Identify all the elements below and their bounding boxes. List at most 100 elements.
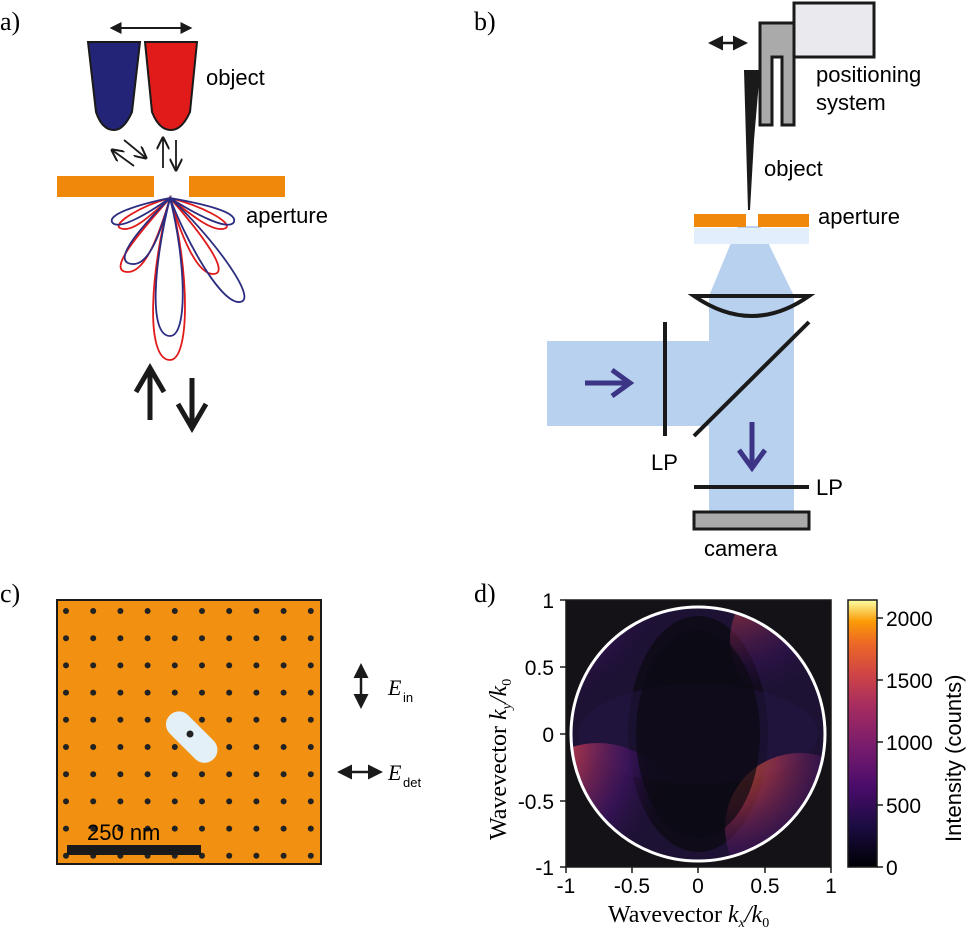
colorbar-tick-label: 1000 [886, 732, 933, 755]
hole-dot [63, 608, 69, 614]
colorbar-ticks [877, 617, 883, 868]
hole-dot [117, 635, 124, 642]
x-axis-label-k: k [728, 902, 739, 928]
hole-dot [63, 635, 69, 642]
hole-dot [171, 662, 178, 669]
hole-array [63, 608, 314, 859]
hole-dot [144, 825, 151, 832]
hole-dot [280, 825, 287, 832]
hole-dot [307, 635, 314, 642]
hole-dot [199, 635, 205, 642]
colorbar-tick-label: 2000 [886, 608, 933, 631]
e-det-symbol: E [387, 760, 402, 785]
hole-dot [171, 744, 178, 750]
hole-dot [63, 689, 69, 696]
hole-dot [199, 608, 205, 614]
input-arrow-head [610, 367, 635, 399]
diagonal-arrow-2 [123, 139, 146, 158]
hole-dot [253, 771, 260, 778]
e-det-subscript: det [403, 775, 421, 790]
hole-dot [253, 689, 260, 696]
hole-dot [117, 689, 124, 696]
colorbar-tick-label: 0 [886, 857, 898, 880]
scale-bar-label: 250 nm [87, 820, 160, 845]
hole-dot [253, 744, 260, 750]
hole-dot [307, 825, 314, 832]
aperture-label-a: aperture [246, 203, 328, 228]
hole-dot [199, 716, 205, 723]
hole-dot [63, 825, 69, 832]
aperture-left [57, 176, 154, 197]
y-ticks [560, 599, 566, 868]
x-tick-label: -1 [557, 875, 576, 898]
hole-dot [199, 825, 205, 832]
hole-dot [117, 825, 124, 832]
hole-dot [63, 771, 69, 778]
hole-dot [90, 662, 97, 669]
target-hole [186, 730, 194, 738]
hole-dot [253, 798, 260, 805]
hole-dot [117, 744, 124, 750]
hole-dot [90, 771, 97, 778]
big-down-arrow-head [175, 402, 209, 433]
panel-b: b) positioning system object aperture LP [474, 1, 921, 561]
x-tick-label: 0 [692, 875, 704, 898]
hole-dot [226, 689, 233, 696]
camera-body [692, 510, 811, 531]
lp-right-label: LP [816, 475, 843, 500]
hole-dot [144, 798, 151, 805]
hole-dot [307, 689, 314, 696]
aperture-b-left [694, 214, 746, 227]
hole-dot [226, 744, 233, 750]
positioning-stage-light [792, 1, 876, 59]
lp-left-label: LP [651, 450, 678, 475]
hole-dot [171, 798, 178, 805]
hole-dot [63, 662, 69, 669]
hole-dot [280, 716, 287, 723]
hole-dot [280, 662, 287, 669]
e-in-symbol: E [387, 675, 402, 700]
hole-dot [144, 744, 151, 750]
hole-dot [226, 825, 233, 832]
blue-tip-icon [86, 41, 142, 132]
hole-dot [307, 852, 314, 859]
hole-dot [144, 608, 151, 614]
positioning-label-2: system [816, 90, 886, 115]
panel-b-letter: b) [474, 7, 496, 36]
panel-d-letter: d) [474, 579, 496, 608]
camera-label: camera [704, 536, 778, 561]
y-axis-label-main: Wavevector [486, 720, 512, 840]
hole-dot [117, 771, 124, 778]
x-axis-label-main: Wavevector [608, 902, 728, 928]
hole-dot [307, 798, 314, 805]
hole-dot [117, 608, 124, 614]
panel-a: a) object aperture [0, 7, 328, 433]
hole-dot [171, 825, 178, 832]
hole-dot [226, 635, 233, 642]
hole-dot [280, 771, 287, 778]
x-axis-label-rest: /k [743, 902, 763, 928]
hole-dot [226, 662, 233, 669]
hole-dot [63, 798, 69, 805]
beamsplitter [692, 320, 811, 438]
hole-dot [144, 689, 151, 696]
probe-tip [744, 70, 760, 210]
numerical-aperture-circle [569, 605, 827, 863]
hole-dot [253, 716, 260, 723]
beam-vertical [709, 296, 794, 514]
y-tick-label: 0.5 [525, 657, 554, 680]
x-ticks [565, 867, 832, 873]
x-tick-label: -0.5 [614, 875, 650, 898]
hole-dot [199, 689, 205, 696]
y-tick-label: -0.5 [518, 791, 554, 814]
beam-cone [709, 226, 794, 296]
scale-bar [67, 845, 201, 855]
hole-dot [144, 771, 151, 778]
hole-dot [280, 689, 287, 696]
hole-dot [171, 608, 178, 614]
hole-dot [199, 771, 205, 778]
y-axis-label-sub: y [500, 702, 515, 711]
hole-dot [171, 689, 178, 696]
hole-dot [117, 798, 124, 805]
x-tick-label: 1 [825, 875, 837, 898]
